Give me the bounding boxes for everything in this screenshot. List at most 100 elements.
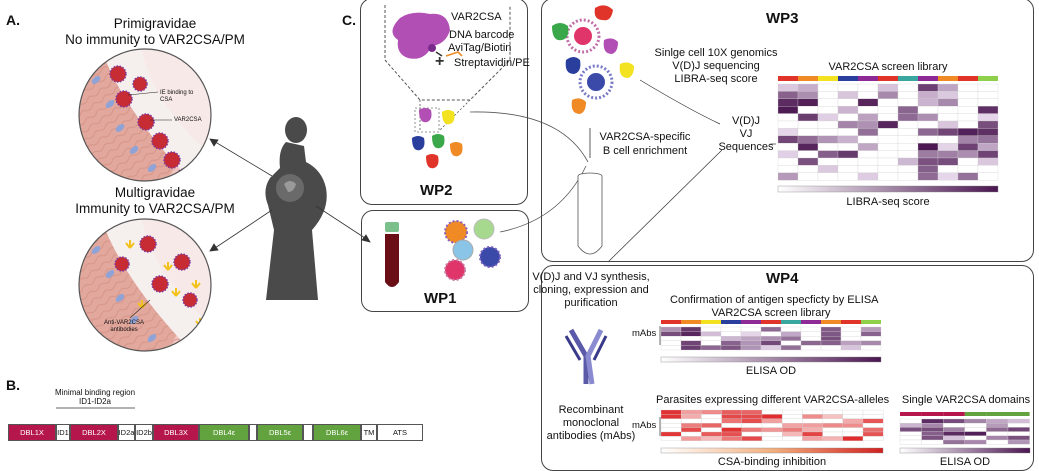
elisa-od-label-1: ELISA OD (745, 365, 797, 377)
library-strip-cell (918, 76, 938, 81)
library-strip-cell (861, 320, 881, 324)
wp3-score-label: LIBRA-seq score (846, 196, 930, 208)
domain-ats: ATS (377, 424, 423, 441)
wp2-streptavidin-label: Streptavidin/PE (454, 57, 530, 69)
antibody-line-2: monoclonal (562, 417, 620, 429)
test-tube (577, 172, 603, 255)
wp3-to-wp4-line (607, 149, 723, 263)
domain-dbl3x: DBL3X (153, 424, 199, 441)
antibody-line-1: Recombinant (558, 404, 624, 416)
library-strip-cell (921, 412, 944, 416)
library-strip-cell (701, 320, 721, 324)
placenta-primigravidae-circle (79, 49, 211, 181)
infected-erythrocytes-bottom (114, 235, 198, 308)
enrichment-line-2: B cell enrichment (602, 145, 688, 157)
single-domain-heatmap (899, 412, 1030, 445)
wp1-box (361, 210, 529, 312)
elisa-library-title: VAR2CSA screen library (711, 307, 831, 319)
enrichment-line-1: VAR2CSA-specific (599, 131, 691, 143)
heatmap-cell (977, 172, 999, 181)
wp2-barcode-label: DNA barcode (449, 29, 515, 41)
elisa-title: Confirmation of antigen specficty by ELI… (670, 294, 879, 306)
minimal-region-title: Minimal binding region (54, 388, 136, 397)
single-domains-title: Single VAR2CSA domains (901, 394, 1031, 406)
library-strip-cell (838, 76, 858, 81)
parasites-title: Parasites expressing different VAR2CSA-a… (656, 394, 890, 406)
library-strip-cell (821, 320, 841, 324)
wp4-title: WP4 (766, 270, 799, 287)
var2csa-proteins-small (412, 108, 463, 169)
library-strip-cell (900, 412, 922, 416)
multigravidae-subtitle: Immunity to VAR2CSA/PM (75, 201, 235, 216)
library-strip-cell (986, 412, 1008, 416)
primigravidae-subtitle: No immunity to VAR2CSA/PM (65, 32, 245, 47)
wp3-box (541, 0, 1034, 262)
domain-id1: ID1 (56, 424, 70, 441)
library-strip-cell (661, 320, 681, 324)
wp1-title: WP1 (424, 290, 457, 307)
domain-dbl1x: DBL1X (8, 424, 56, 441)
wp3-library-title: VAR2CSA screen library (828, 61, 948, 73)
wp3-seq-line-3: LIBRA-seq score (674, 73, 758, 85)
blood-tube (385, 222, 399, 287)
domain-linker-2 (303, 424, 313, 441)
wp3-seq-line (639, 79, 721, 125)
heatmap-cell (1007, 439, 1030, 445)
wp2-avitag-label: AviTag/Biotin (448, 42, 512, 54)
library-strip-cell (761, 320, 781, 324)
anti-var2csa-label: Anti-VAR2CSA antibodies (104, 320, 144, 333)
b-cells-wp1 (444, 218, 501, 281)
mabs-label-2: mAbs (632, 420, 657, 431)
b-cells-wp3 (552, 5, 634, 114)
elisa-heatmap (660, 320, 882, 351)
elisa-od-scale-bar-1 (660, 356, 882, 363)
domain-id2b: ID2b (135, 424, 153, 441)
library-strip-cell (858, 76, 878, 81)
domain-id2a: ID2a (118, 424, 135, 441)
recombinant-antibody-icon (564, 328, 608, 385)
domain-linker-1 (249, 424, 257, 441)
heatmap-cell (862, 436, 884, 441)
panel-a-letter: A. (6, 12, 20, 28)
wp2-title: WP2 (420, 182, 453, 199)
synthesis-line-1: V(D)J and VJ synthesis, (532, 271, 650, 283)
library-strip-cell (1008, 412, 1030, 416)
domain-dbl6e: DBL6ε (313, 424, 361, 441)
wp3-seq-line-2: V(D)J sequencing (672, 60, 760, 72)
domain-dbl2x: DBL2X (70, 424, 118, 441)
library-strip-cell (781, 320, 801, 324)
minimal-region-subtitle: ID1-ID2a (78, 397, 111, 406)
library-strip-cell (958, 76, 978, 81)
library-strip-cell (801, 320, 821, 324)
parasite-heatmap (660, 409, 884, 441)
csa-inhibition-scale-bar (660, 447, 884, 454)
library-strip-cell (878, 76, 898, 81)
library-strip-cell (721, 320, 741, 324)
wp2-var2csa-label: VAR2CSA (451, 11, 502, 23)
wp2-inset-dashed (384, 5, 511, 133)
libra-seq-heatmap (777, 76, 999, 181)
antibody-line-3: antibodies (mAbs) (546, 430, 636, 442)
var2csa-circle-label: VAR2CSA (174, 117, 202, 123)
pregnant-woman-silhouette (265, 117, 327, 300)
csa-inhibition-label: CSA-binding inhibition (717, 456, 827, 468)
primigravidae-title: Primigravidae (113, 16, 197, 31)
synthesis-line-2: cloning, expression and (533, 284, 649, 296)
elisa-od-label-2: ELISA OD (939, 456, 991, 468)
library-strip-cell (943, 412, 965, 416)
var2csa-protein-large: + (392, 12, 463, 70)
domain-dbl5e: DBL5ε (257, 424, 303, 441)
panel-c-letter: C. (342, 12, 356, 28)
wp3-seq-line-1: Sinlge cell 10X genomics (654, 47, 778, 59)
library-strip-cell (778, 76, 798, 81)
library-strip-cell (681, 320, 701, 324)
library-strip-cell (898, 76, 918, 81)
placenta-multigravidae-circle (79, 219, 211, 351)
synthesis-line-3: purification (564, 297, 618, 309)
library-strip-cell (798, 76, 818, 81)
library-strip-cell (818, 76, 838, 81)
svg-text:+: + (435, 53, 444, 70)
wp2-box (360, 0, 528, 205)
mabs-label-1: mAbs (632, 328, 657, 339)
library-strip-cell (741, 320, 761, 324)
